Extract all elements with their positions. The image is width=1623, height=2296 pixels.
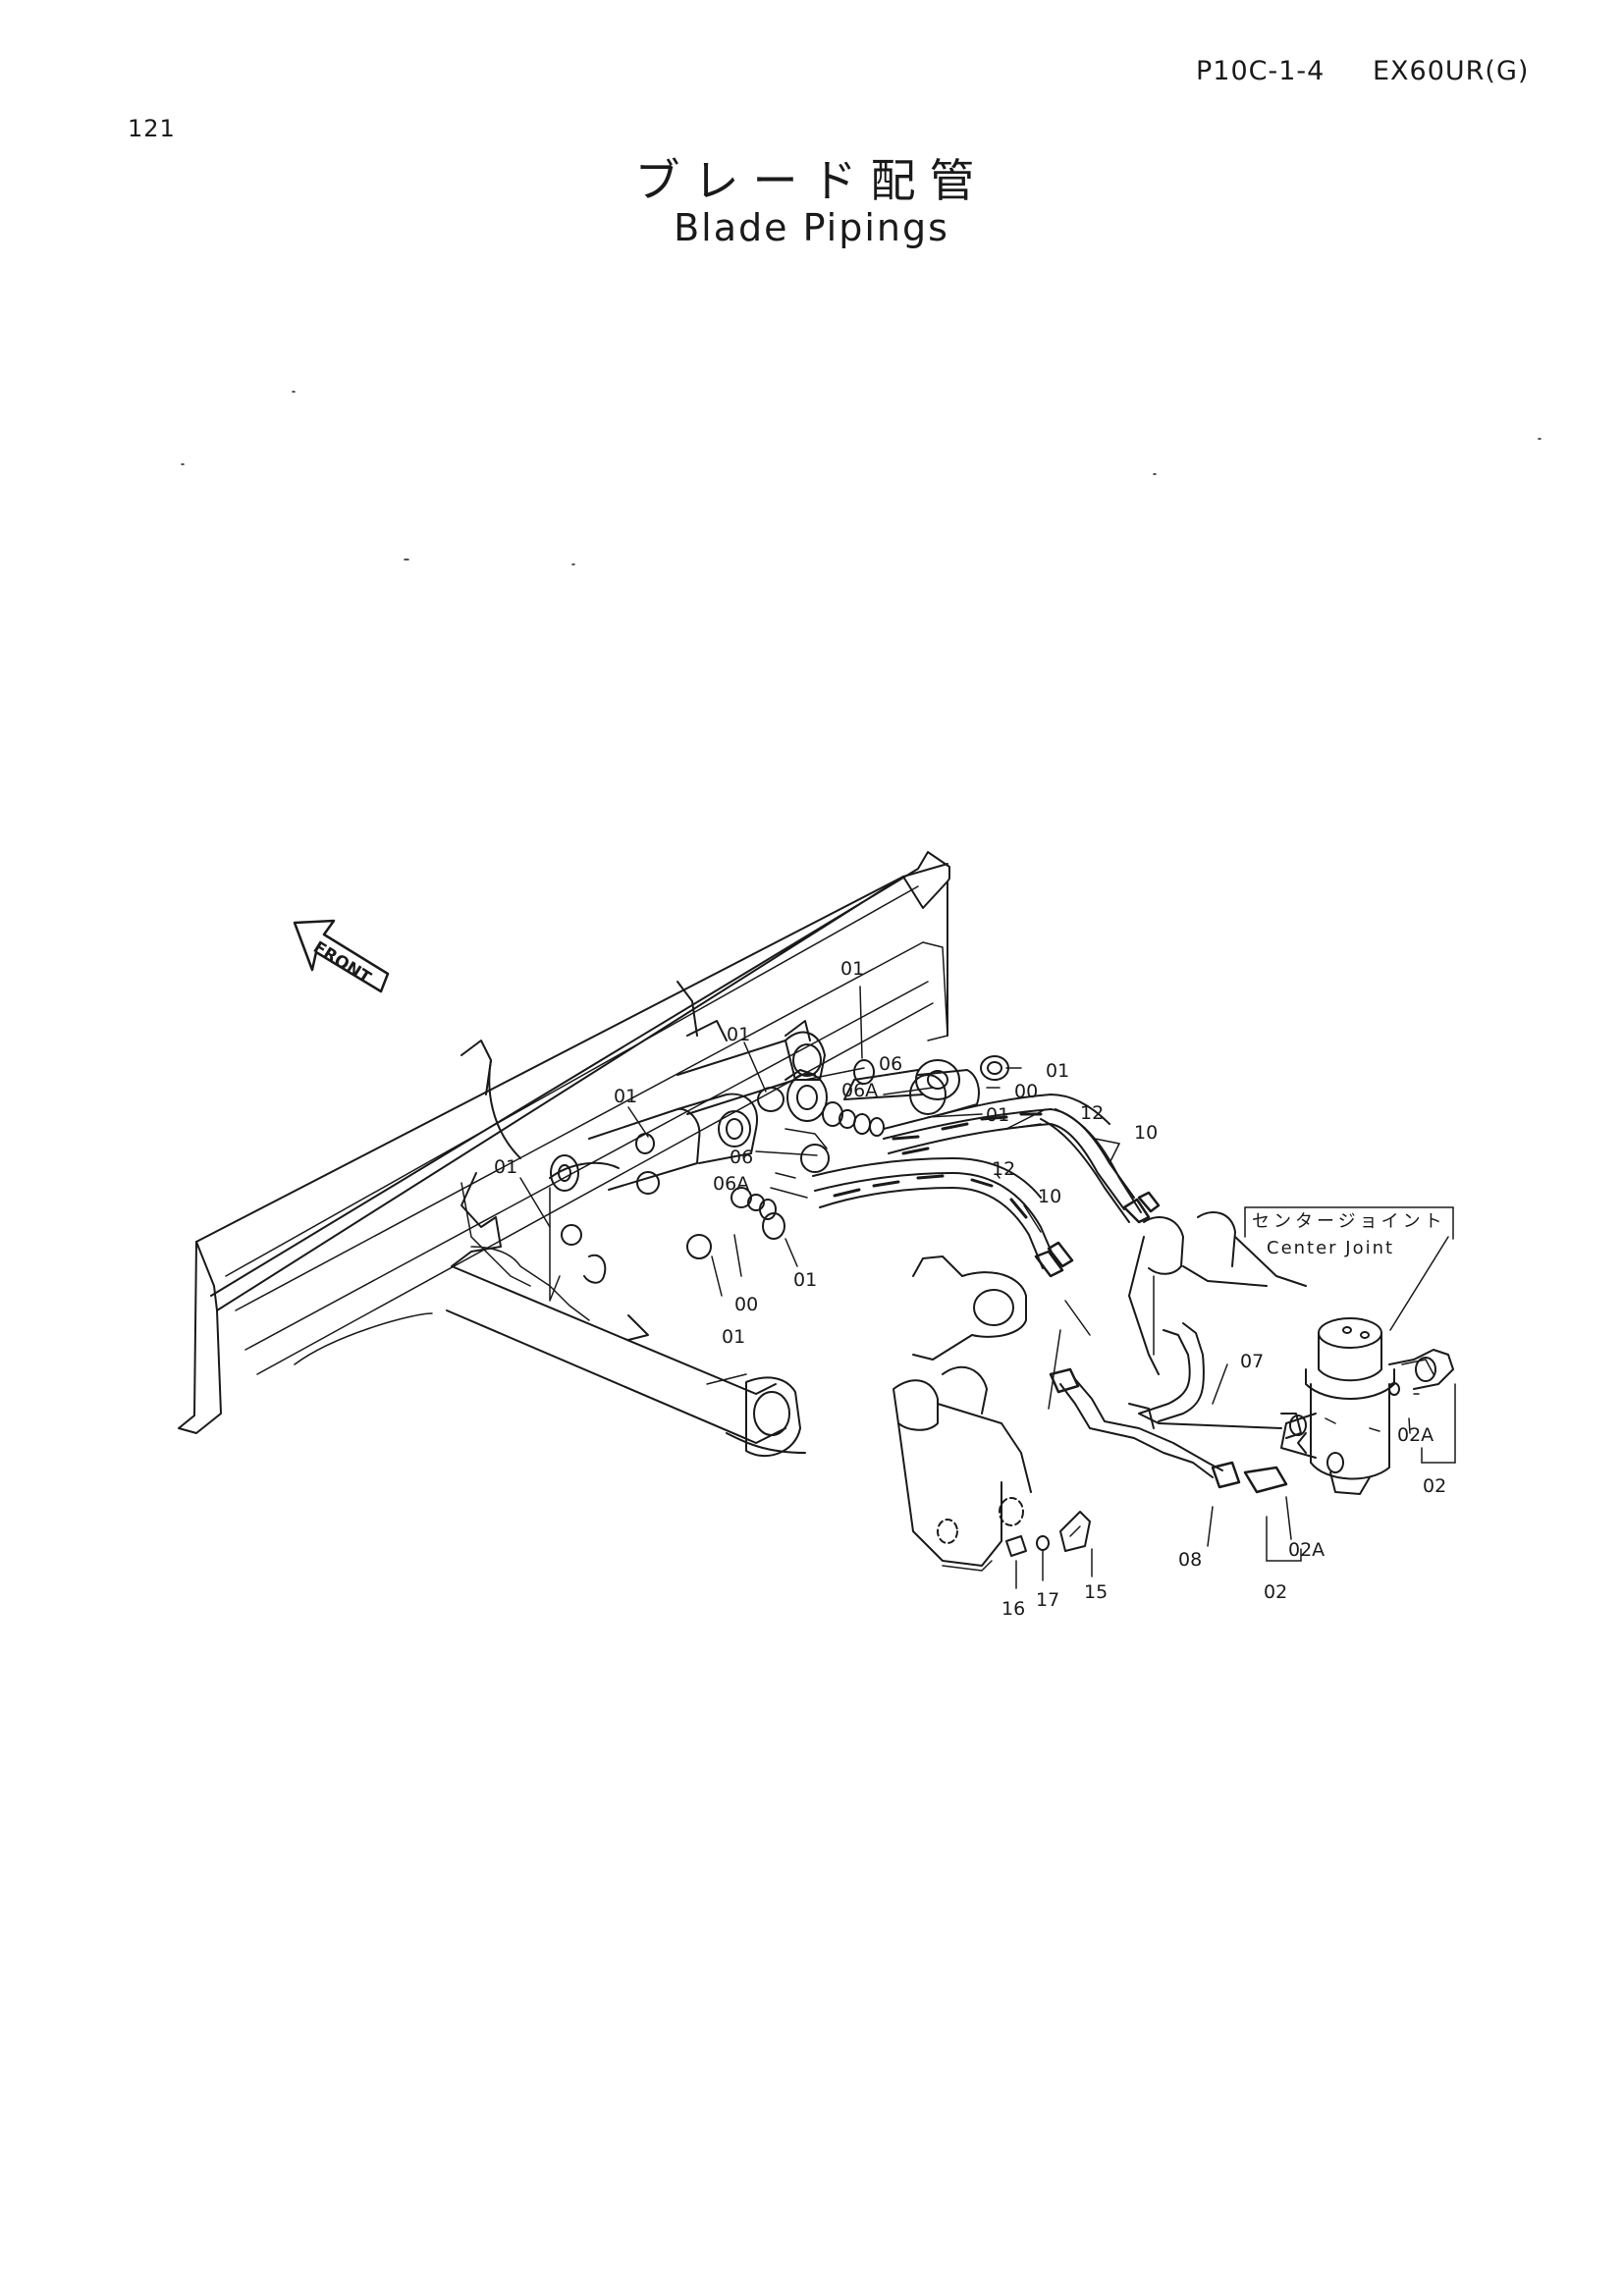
callout-02A-a: 02A (1397, 1424, 1434, 1446)
callout-12-a: 12 (1080, 1102, 1104, 1124)
callout-01-b: 01 (727, 1024, 750, 1045)
center-joint (1280, 1317, 1454, 1495)
callout-01-d: 01 (494, 1156, 517, 1178)
steel-pipe-08 (1049, 1367, 1241, 1489)
scan-specks (181, 391, 1542, 565)
callout-07: 07 (1240, 1351, 1264, 1372)
small-parts-15-16-17 (1005, 1511, 1091, 1557)
blade-lift-cylinder-right (676, 981, 960, 1115)
steel-pipe-07 (1138, 1322, 1302, 1439)
dozer-blade (178, 851, 950, 1434)
main-frame-bracket (893, 1365, 1032, 1572)
callout-02A-b: 02A (1288, 1539, 1325, 1561)
fittings-02 (1243, 1359, 1434, 1494)
fitting-cluster (549, 1055, 1009, 1302)
blade-lift-cylinder-left (460, 1040, 758, 1192)
blade-arm-left (446, 1172, 801, 1457)
blade-arm-right (706, 1255, 1027, 1454)
callout-10-b: 10 (1038, 1186, 1061, 1207)
center-joint-label-en: Center Joint (1267, 1238, 1394, 1258)
callouts: 01 01 01 01 01 01 01 01 00 00 06 06 06A … (494, 958, 1446, 1620)
callout-01-f: 01 (986, 1104, 1009, 1126)
callout-16: 16 (1001, 1598, 1025, 1620)
title-english: Blade Pipings (674, 206, 949, 249)
page-code: P10C-1-4 (1196, 56, 1325, 86)
callout-12-b: 12 (992, 1158, 1015, 1180)
callout-06-b: 06 (730, 1147, 753, 1168)
callout-06A-b: 06A (713, 1173, 749, 1195)
page-number: 121 (128, 115, 176, 142)
callout-01-a: 01 (840, 958, 864, 980)
callout-00-a: 00 (1014, 1081, 1038, 1102)
title-japanese: ブレード配管 (634, 154, 989, 207)
callout-00-b: 00 (734, 1294, 758, 1315)
center-joint-bracket (1244, 1206, 1454, 1240)
callout-17: 17 (1036, 1589, 1059, 1611)
model-code: EX60UR(G) (1373, 56, 1530, 86)
callout-15: 15 (1084, 1581, 1108, 1603)
callout-01-e: 01 (1046, 1060, 1069, 1082)
hose-10-upper (1040, 1108, 1161, 1224)
center-joint-label-jp: センタージョイント (1252, 1211, 1446, 1232)
callout-06A-a: 06A (841, 1080, 878, 1101)
callout-02-a: 02 (1423, 1475, 1446, 1497)
front-arrow-icon (293, 919, 390, 993)
callout-08: 08 (1178, 1549, 1202, 1571)
hose-12-lower (812, 1157, 1074, 1278)
callout-10-a: 10 (1134, 1122, 1158, 1144)
callout-01-h: 01 (722, 1326, 745, 1348)
callout-01-g: 01 (793, 1269, 817, 1291)
callout-02-b: 02 (1264, 1581, 1287, 1603)
leader-lines (519, 986, 1456, 1589)
upper-frame (1128, 1211, 1307, 1375)
callout-06-a: 06 (879, 1053, 902, 1075)
callout-01-c: 01 (614, 1086, 637, 1107)
